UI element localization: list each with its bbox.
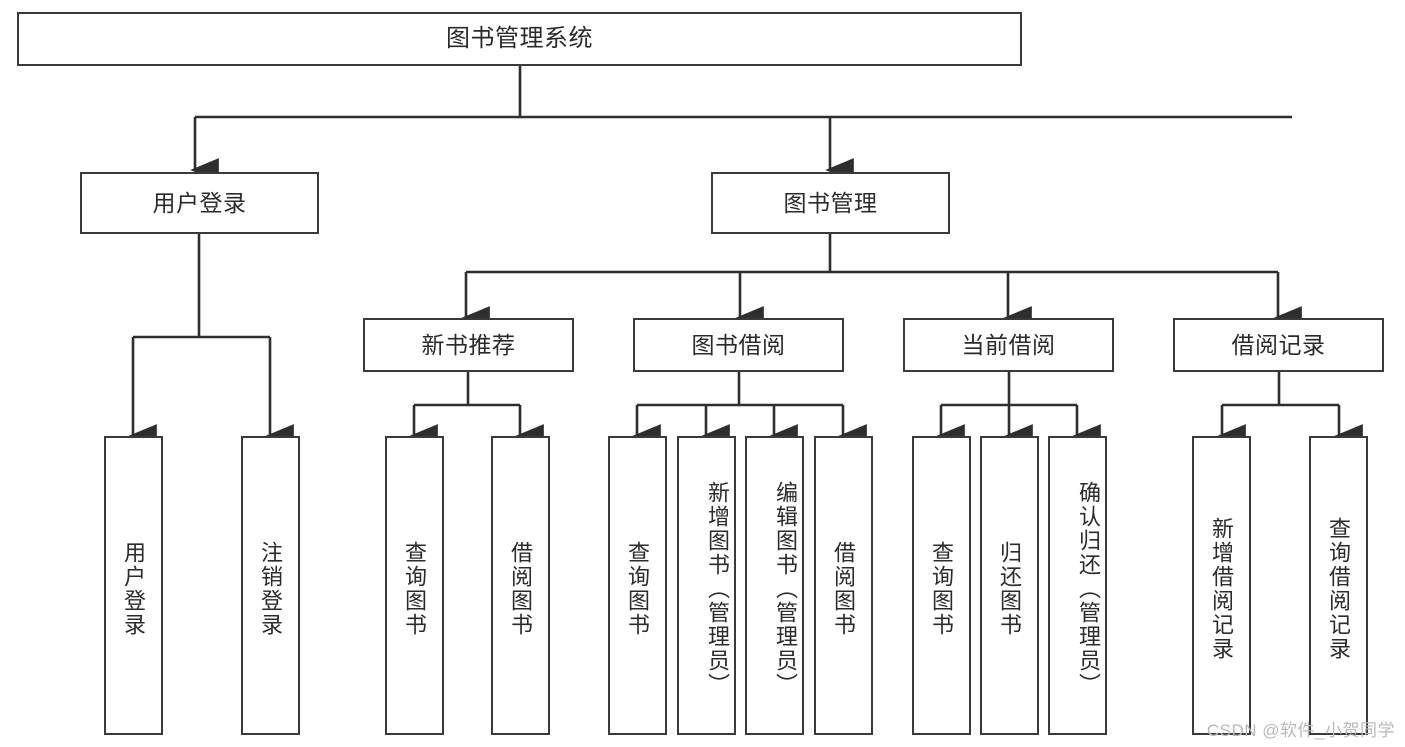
node-book-management[interactable]: 图书管理: [711, 172, 950, 234]
leaf-borrow-query-book[interactable]: 查询图书: [608, 436, 667, 735]
node-new-book-recommend[interactable]: 新书推荐: [363, 318, 574, 372]
node-book-management-label: 图书管理: [783, 189, 878, 216]
leaf-new-book-query-label: 查询图书: [402, 540, 427, 637]
leaf-records-query-label: 查询借阅记录: [1326, 516, 1351, 661]
leaf-current-query-book[interactable]: 查询图书: [912, 436, 971, 735]
node-new-book-recommend-label: 新书推荐: [421, 331, 516, 358]
leaf-current-return-book[interactable]: 归还图书: [980, 436, 1039, 735]
leaf-records-add[interactable]: 新增借阅记录: [1192, 436, 1251, 735]
node-user-login-label: 用户登录: [152, 189, 247, 216]
csdn-watermark: CSDN @软件_小贺同学: [1206, 721, 1395, 740]
leaf-borrow-add-book[interactable]: 新增图书（管理员）: [677, 436, 736, 735]
leaf-borrow-add-book-label: 新增图书（管理员）: [705, 480, 730, 697]
leaf-current-return-book-label: 归还图书: [997, 540, 1022, 637]
leaf-new-book-query[interactable]: 查询图书: [385, 436, 444, 735]
node-book-borrow[interactable]: 图书借阅: [633, 318, 844, 372]
node-current-borrow-label: 当前借阅: [961, 331, 1056, 358]
leaf-new-book-borrow[interactable]: 借阅图书: [491, 436, 550, 735]
node-root[interactable]: 图书管理系统: [17, 12, 1022, 66]
leaf-records-query[interactable]: 查询借阅记录: [1309, 436, 1368, 735]
leaf-borrow-query-book-label: 查询图书: [625, 540, 650, 637]
leaf-borrow-borrow-book[interactable]: 借阅图书: [814, 436, 873, 735]
leaf-user-login-signin-label: 用户登录: [121, 540, 146, 637]
leaf-borrow-edit-book[interactable]: 编辑图书（管理员）: [745, 436, 804, 735]
leaf-current-confirm-return-label: 确认归还（管理员）: [1076, 480, 1101, 697]
leaf-borrow-edit-book-label: 编辑图书（管理员）: [773, 480, 798, 697]
node-borrow-records-label: 借阅记录: [1231, 331, 1326, 358]
leaf-current-query-book-label: 查询图书: [929, 540, 954, 637]
node-root-label: 图书管理系统: [446, 25, 593, 53]
leaf-user-login-signin[interactable]: 用户登录: [104, 436, 163, 735]
leaf-user-login-signout[interactable]: 注销登录: [241, 436, 300, 735]
leaf-user-login-signout-label: 注销登录: [258, 540, 283, 637]
node-borrow-records[interactable]: 借阅记录: [1173, 318, 1384, 372]
node-book-borrow-label: 图书借阅: [691, 331, 786, 358]
node-current-borrow[interactable]: 当前借阅: [903, 318, 1114, 372]
leaf-current-confirm-return[interactable]: 确认归还（管理员）: [1048, 436, 1107, 735]
node-user-login[interactable]: 用户登录: [80, 172, 319, 234]
leaf-new-book-borrow-label: 借阅图书: [508, 540, 533, 637]
leaf-borrow-borrow-book-label: 借阅图书: [831, 540, 856, 637]
leaf-records-add-label: 新增借阅记录: [1209, 516, 1234, 661]
